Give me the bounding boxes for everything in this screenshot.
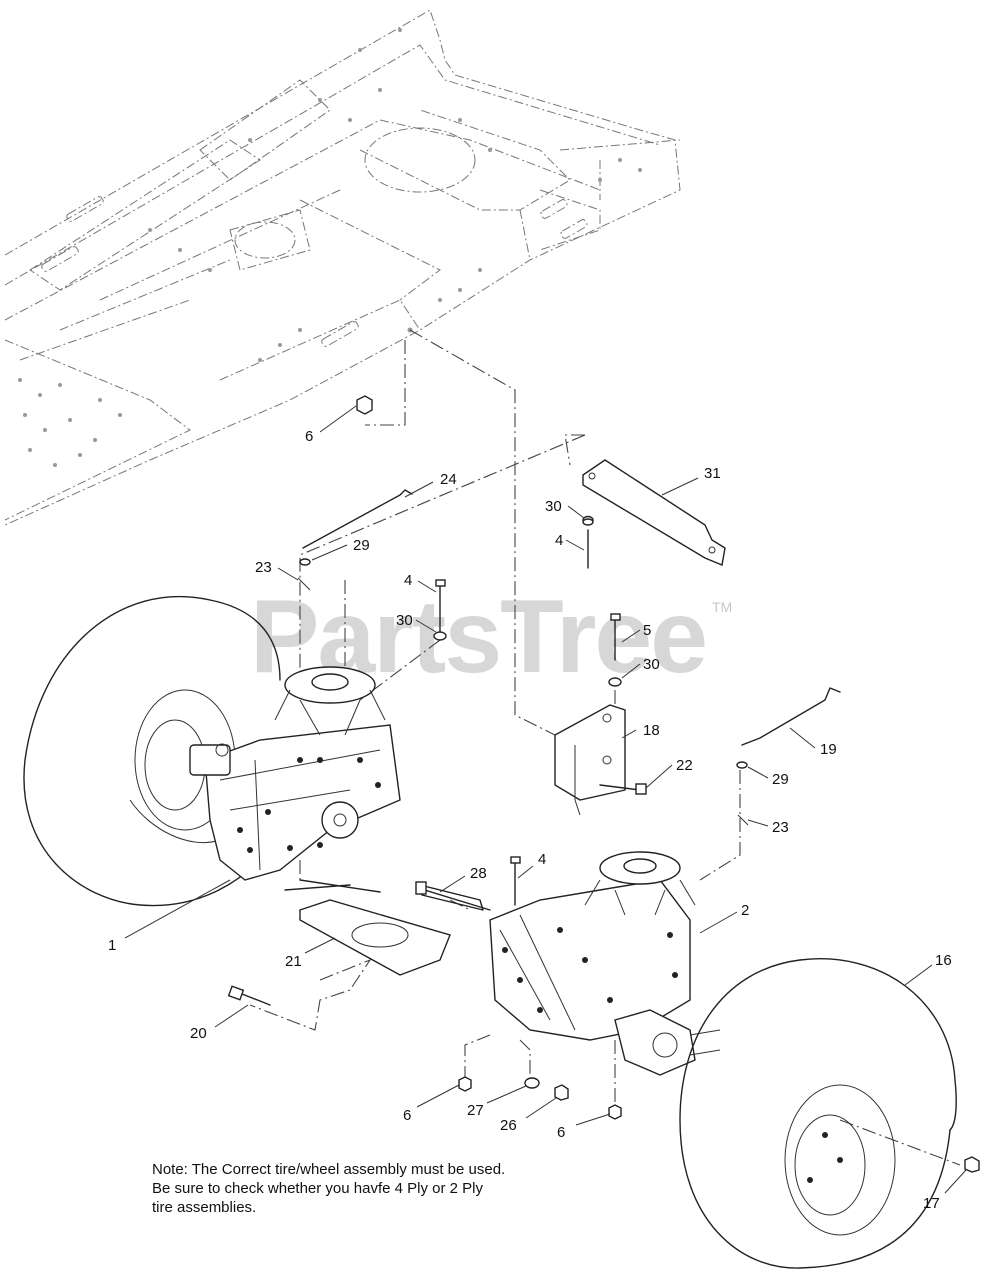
callout-1: 1 — [108, 937, 116, 954]
callout-2: 2 — [741, 902, 749, 919]
callout-23-right: 23 — [772, 819, 789, 836]
callout-30-plate: 30 — [545, 498, 562, 515]
callout-26: 26 — [500, 1117, 517, 1134]
callout-31: 31 — [704, 465, 721, 482]
callout-17: 17 — [923, 1195, 940, 1212]
callout-6-top: 6 — [305, 428, 313, 445]
note-line-2: Be sure to check whether you havfe 4 Ply… — [152, 1180, 484, 1197]
callout-4-right: 4 — [538, 851, 546, 868]
note-line-3: tire assemblies. — [152, 1199, 257, 1216]
callout-30-right: 30 — [643, 656, 660, 673]
callout-24: 24 — [440, 471, 457, 488]
callout-30-mid: 30 — [396, 612, 413, 629]
note-line-1: Note: The Correct tire/wheel assembly mu… — [152, 1161, 506, 1178]
watermark-tm: TM — [712, 599, 732, 615]
callout-4-plate: 4 — [555, 532, 563, 549]
callout-18: 18 — [643, 722, 660, 739]
callout-27: 27 — [467, 1102, 484, 1119]
callout-20: 20 — [190, 1025, 207, 1042]
callout-29-right: 29 — [772, 771, 789, 788]
support-bracket — [227, 879, 484, 1006]
callout-29-left: 29 — [353, 537, 370, 554]
right-tire — [679, 958, 957, 1269]
hardware — [297, 395, 980, 1173]
callout-23-left: 23 — [255, 559, 272, 576]
callout-22: 22 — [676, 757, 693, 774]
callout-6-left: 6 — [403, 1107, 411, 1124]
leader-lines — [124, 405, 967, 1194]
cover-plate — [582, 459, 726, 566]
chassis-frame — [4, 9, 681, 526]
mount-bracket — [554, 704, 647, 816]
callout-5: 5 — [643, 622, 651, 639]
callout-21: 21 — [285, 953, 302, 970]
callout-16: 16 — [935, 952, 952, 969]
right-transmission — [489, 851, 721, 1076]
callout-28: 28 — [470, 865, 487, 882]
assembly-note: Note: The Correct tire/wheel assembly mu… — [152, 1160, 612, 1217]
callouts: 6 24 29 23 4 30 30 4 31 5 30 18 22 19 29… — [108, 428, 952, 1212]
callout-19: 19 — [820, 741, 837, 758]
callout-6-right: 6 — [557, 1124, 565, 1141]
callout-4-mid: 4 — [404, 572, 412, 589]
left-transmission — [189, 666, 401, 881]
